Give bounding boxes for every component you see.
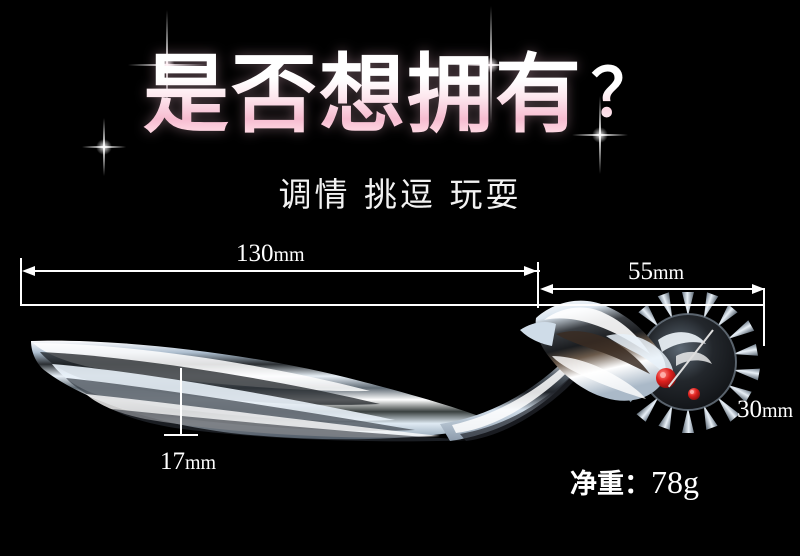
dimension-label-length: 130mm bbox=[236, 240, 305, 267]
sparkle-horizontal-ray bbox=[82, 146, 126, 148]
dimension-label-height: 30mm bbox=[737, 396, 794, 423]
headline-text: 是否想拥有 bbox=[143, 45, 583, 145]
dimension-label-thickness: 17mm bbox=[160, 448, 217, 475]
net-weight-label: 净重： bbox=[570, 469, 651, 500]
dimension-baseline-head bbox=[537, 304, 765, 306]
dimension-tick-left bbox=[20, 258, 22, 306]
dimension-line-length bbox=[26, 270, 540, 272]
dimension-tick-thickness-bottom bbox=[164, 434, 198, 436]
product-blade bbox=[31, 340, 500, 442]
net-weight: 净重：78g bbox=[570, 462, 699, 501]
dimension-divider-middle bbox=[537, 262, 539, 308]
dimension-arrow-head-right bbox=[752, 284, 765, 294]
headline-question-mark: ？ bbox=[591, 58, 657, 131]
dimension-tick-right bbox=[763, 288, 765, 346]
headline: 是否想拥有？ bbox=[0, 52, 800, 138]
dimension-baseline bbox=[20, 304, 540, 306]
dimension-arrow-length-left bbox=[22, 266, 35, 276]
dimension-arrow-head-left bbox=[540, 284, 553, 294]
sparkle-core bbox=[96, 139, 112, 155]
dimension-line-head bbox=[543, 288, 765, 290]
subheadline: 调情 挑逗 玩耍 bbox=[278, 175, 522, 214]
net-weight-value: 78g bbox=[651, 464, 699, 500]
dimension-line-thickness bbox=[180, 368, 182, 436]
dimension-leader-height bbox=[667, 329, 714, 388]
dimension-arrow-length-right bbox=[524, 266, 537, 276]
dimension-label-head: 55mm bbox=[628, 258, 685, 285]
product-ornament-head bbox=[520, 300, 700, 401]
product-handle bbox=[440, 330, 600, 441]
